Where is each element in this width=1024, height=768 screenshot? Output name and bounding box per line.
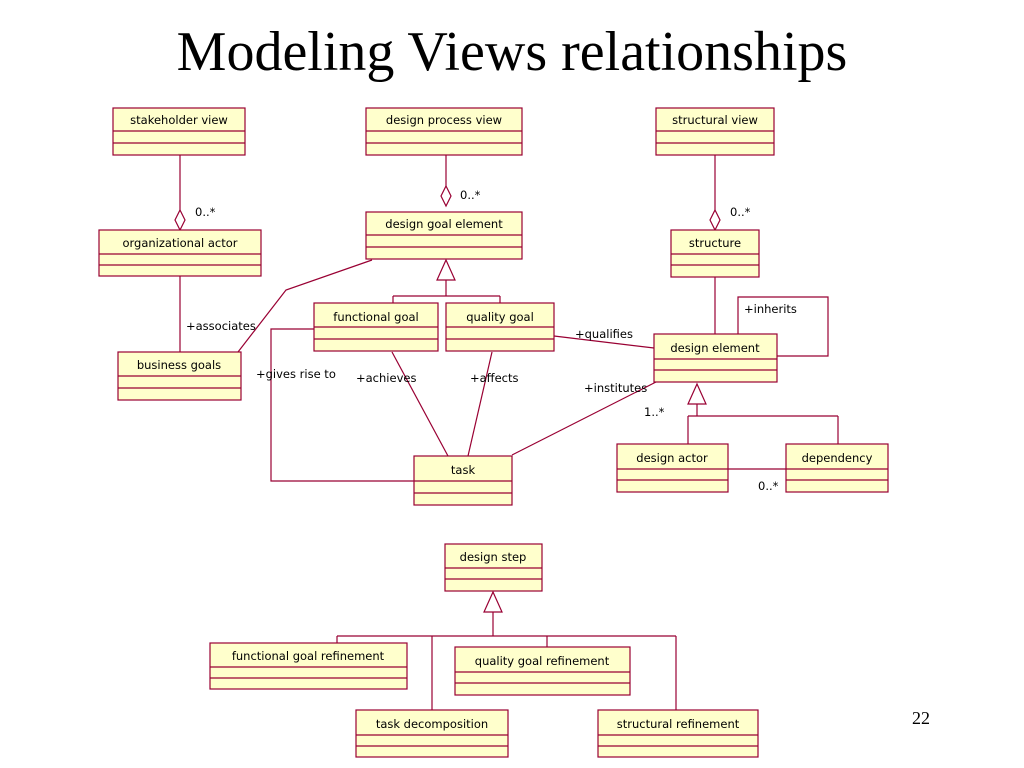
class-name: functional goal (333, 310, 418, 324)
class-task-decomposition[interactable]: task decomposition (355, 709, 509, 758)
class-organizational-actor[interactable]: organizational actor (98, 229, 262, 277)
class-task[interactable]: task (413, 455, 513, 506)
class-name: stakeholder view (130, 113, 228, 127)
multiplicity-label: 1..* (644, 405, 665, 419)
aggregation-diamond-icon (709, 208, 721, 232)
role-label-associates: +associates (186, 319, 256, 333)
multiplicity-label: 0..* (730, 205, 751, 219)
class-design-step[interactable]: design step (444, 543, 543, 592)
role-label-affects: +affects (470, 371, 519, 385)
class-name: functional goal refinement (232, 649, 385, 663)
class-name: design step (460, 550, 527, 564)
class-design-goal-element[interactable]: design goal element (365, 211, 523, 260)
class-dependency[interactable]: dependency (785, 443, 889, 493)
role-label-inherits: +inherits (744, 302, 797, 316)
class-name: organizational actor (122, 236, 237, 250)
class-name: structural view (672, 113, 758, 127)
class-structural-view[interactable]: structural view (655, 107, 775, 156)
edge-associates (237, 259, 373, 353)
class-functional-goal[interactable]: functional goal (313, 302, 439, 352)
role-label-qualifies: +qualifies (575, 327, 633, 341)
edge-gives-rise-to (270, 328, 414, 482)
edge-qualifies (553, 335, 655, 349)
class-name: design goal element (385, 217, 503, 231)
generalization-arrow-icon (483, 590, 503, 613)
class-design-element[interactable]: design element (653, 333, 778, 383)
class-structural-refinement[interactable]: structural refinement (597, 709, 759, 758)
aggregation-diamond-icon (174, 208, 186, 232)
generalization-arrow-icon (687, 382, 707, 405)
class-name: task (451, 463, 476, 477)
generalization-arrow-icon (436, 258, 456, 281)
role-label-institutes: +institutes (584, 381, 647, 395)
class-name: quality goal refinement (475, 654, 610, 668)
class-name: business goals (137, 358, 221, 372)
class-functional-goal-refinement[interactable]: functional goal refinement (209, 642, 408, 690)
class-quality-goal[interactable]: quality goal (445, 302, 555, 352)
role-label-gives-rise-to: +gives rise to (256, 367, 336, 381)
class-name: task decomposition (376, 717, 488, 731)
multiplicity-label: 0..* (460, 188, 481, 202)
class-name: design actor (636, 451, 708, 465)
class-structure[interactable]: structure (670, 229, 760, 278)
edge-affects (467, 351, 493, 457)
aggregation-diamond-icon (440, 184, 452, 208)
class-name: design element (670, 341, 760, 355)
class-stakeholder-view[interactable]: stakeholder view (112, 107, 246, 156)
class-name: structure (689, 236, 741, 250)
edge-achieves (391, 351, 449, 457)
edge-inherits-loop (737, 296, 829, 357)
multiplicity-label: 0..* (758, 479, 779, 493)
class-name: quality goal (466, 310, 534, 324)
edge-institutes (511, 381, 657, 456)
class-name: dependency (802, 451, 873, 465)
class-name: structural refinement (617, 717, 740, 731)
class-quality-goal-refinement[interactable]: quality goal refinement (454, 646, 631, 696)
page-number: 22 (912, 708, 930, 728)
class-name: design process view (386, 113, 502, 127)
class-design-actor[interactable]: design actor (616, 443, 729, 493)
slide-title: Modeling Views relationships (176, 21, 848, 83)
class-business-goals[interactable]: business goals (117, 351, 242, 401)
class-design-process-view[interactable]: design process view (365, 107, 523, 156)
multiplicity-label: 0..* (195, 205, 216, 219)
role-label-achieves: +achieves (356, 371, 416, 385)
